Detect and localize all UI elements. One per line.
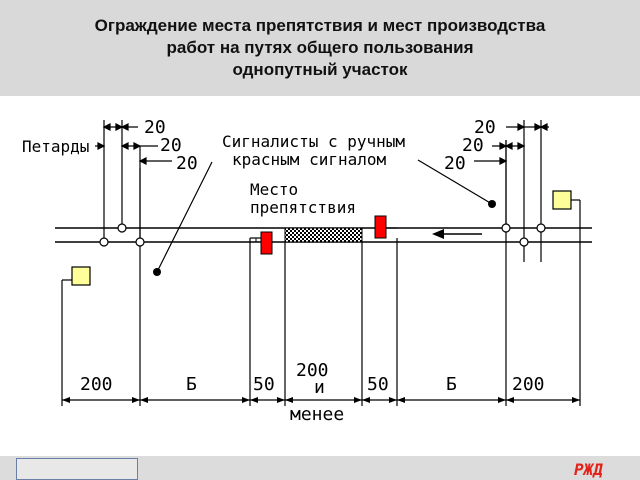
signal-board-left — [71, 266, 91, 286]
obstacle-block — [284, 227, 363, 243]
dist-bottom-2: Б — [186, 374, 197, 395]
svg-text:РЖД: РЖД — [574, 460, 603, 479]
petard-left-3 — [135, 237, 145, 247]
fencing-diagram: Петарды Сигналисты с ручным красным сигн… — [22, 117, 592, 425]
dist-bottom-1: 200 — [80, 374, 113, 395]
dist-right-1: 20 — [474, 117, 496, 138]
dist-center-1: 200 — [296, 360, 329, 381]
dist-center-2: и — [314, 377, 325, 398]
signalmen-label-1: Сигналисты с ручным — [222, 132, 405, 151]
red-signal-left — [260, 231, 273, 255]
dist-left-2: 20 — [160, 135, 182, 156]
signal-board-right — [552, 190, 572, 210]
dist-bottom-5: Б — [446, 374, 457, 395]
rzd-logo-icon: РЖД — [574, 460, 603, 479]
petards-label: Петарды — [22, 137, 89, 156]
dist-bottom-6: 200 — [512, 374, 545, 395]
direction-arrow — [432, 229, 482, 239]
petard-right-3 — [536, 223, 546, 233]
petard-right-2 — [519, 237, 529, 247]
dist-left-1: 20 — [144, 117, 166, 138]
dist-left-3: 20 — [176, 153, 198, 174]
red-signal-right — [374, 215, 387, 239]
dist-right-3: 20 — [444, 153, 466, 174]
petard-left-1 — [99, 237, 109, 247]
petard-right-1 — [501, 223, 511, 233]
nav-button[interactable] — [16, 458, 138, 480]
title-bar: Ограждение места препятствия и мест прои… — [0, 0, 640, 96]
dist-bottom-3: 50 — [253, 374, 275, 395]
page-title: Ограждение места препятствия и мест прои… — [94, 16, 546, 79]
dist-bottom-4: 50 — [367, 374, 389, 395]
obstacle-label-2: препятствия — [250, 198, 356, 217]
petard-left-2 — [117, 223, 127, 233]
dist-center-3: менее — [290, 404, 344, 425]
signalmen-label-2: красным сигналом — [232, 150, 386, 169]
obstacle-label-1: Место — [250, 180, 298, 199]
dist-right-2: 20 — [462, 135, 484, 156]
